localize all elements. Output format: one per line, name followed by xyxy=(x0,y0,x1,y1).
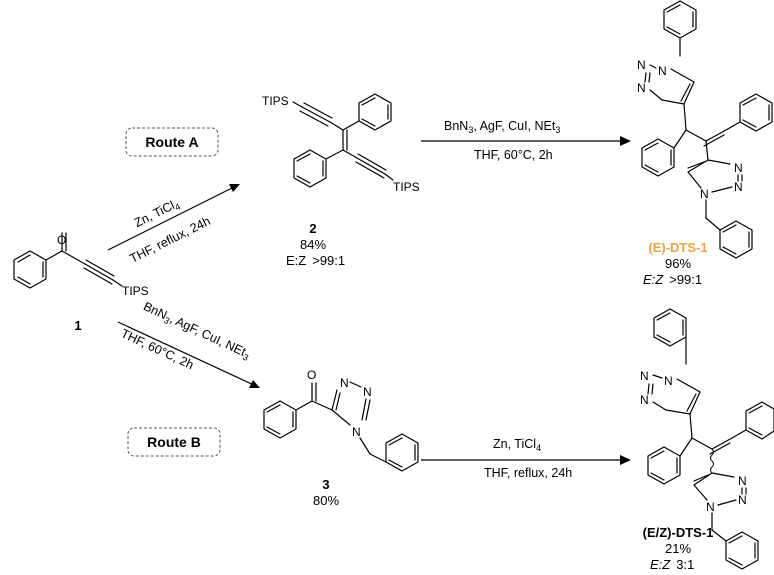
compound-3-structure: O N N N xyxy=(263,368,419,472)
route-b-box: Route B xyxy=(127,427,221,457)
conditions-2-to-edts-line1: BnN3, AgF, CuI, NEt3 xyxy=(444,119,560,135)
edts1-structure: N N N N N N xyxy=(637,0,773,259)
conditions-1-to-2: Zn, TiCl4 THF, reflux, 24h xyxy=(127,196,212,266)
ezdts1-name: (E/Z)-DTS-1 xyxy=(643,525,714,540)
edts1-n3-bot: N xyxy=(700,187,709,201)
route-a-box: Route A xyxy=(125,127,219,157)
compound-1-tips: TIPS xyxy=(122,284,149,298)
ezdts1-structure: N N N N N N xyxy=(640,308,774,570)
compound-3-oxygen: O xyxy=(307,368,316,382)
compound-3-yield: 80% xyxy=(313,493,339,508)
ezdts1-n3-top: N xyxy=(640,393,649,407)
arrow-3-to-ezdts xyxy=(421,455,631,465)
compound-3-n1: N xyxy=(340,376,349,390)
edts1-n3-top: N xyxy=(637,81,646,95)
compound-2-structure: TIPS TIPS xyxy=(262,93,420,194)
compound-1-oxygen: O xyxy=(57,233,66,247)
conditions-3-to-ezdts-line2: THF, reflux, 24h xyxy=(484,466,572,480)
edts1-yield: 96% xyxy=(665,256,691,271)
route-b-label: Route B xyxy=(147,434,201,450)
compound-1-number: 1 xyxy=(74,318,81,333)
compound-3-n3: N xyxy=(352,425,361,439)
compound-2-tips-top: TIPS xyxy=(262,94,289,108)
compound-3-n2: N xyxy=(363,385,372,399)
route-a-label: Route A xyxy=(145,134,198,150)
cond-1-2-line1: Zn, TiCl4 xyxy=(132,196,182,232)
edts1-n2-top: N xyxy=(637,58,646,72)
arrow-1-to-2 xyxy=(107,184,240,251)
compound-2-number: 2 xyxy=(309,221,316,236)
arrow-1-to-3 xyxy=(117,321,260,388)
compound-2-yield: 84% xyxy=(300,237,326,252)
ezdts1-n1-bot: N xyxy=(738,474,747,488)
edts1-n1-bot: N xyxy=(734,161,743,175)
cond-1-3-line2: THF, 60°C, 2h xyxy=(119,326,196,372)
edts1-n1-top: N xyxy=(658,64,667,78)
arrow-2-to-edts xyxy=(421,136,631,146)
conditions-3-to-ezdts-line1: Zn, TiCl4 xyxy=(493,437,541,453)
ezdts1-n3-bot: N xyxy=(706,500,715,514)
conditions-1-to-3: BnN3, AgF, CuI, NEt3 THF, 60°C, 2h xyxy=(119,299,250,372)
ezdts1-yield: 21% xyxy=(665,541,691,556)
ezdts1-n2-bot: N xyxy=(738,493,747,507)
edts1-name: (E)-DTS-1 xyxy=(648,240,707,255)
conditions-2-to-edts-line2: THF, 60°C, 2h xyxy=(474,148,553,162)
compound-2-tips-bottom: TIPS xyxy=(393,180,420,194)
ezdts1-n2-top: N xyxy=(640,369,649,383)
compound-1-structure: O TIPS xyxy=(13,232,149,298)
compound-3-number: 3 xyxy=(322,477,329,492)
ezdts1-n1-top: N xyxy=(664,374,673,388)
edts1-n2-bot: N xyxy=(734,180,743,194)
edts1-ratio: E:Z>99:1 xyxy=(643,272,702,287)
compound-2-ratio: E:Z>99:1 xyxy=(286,253,345,268)
